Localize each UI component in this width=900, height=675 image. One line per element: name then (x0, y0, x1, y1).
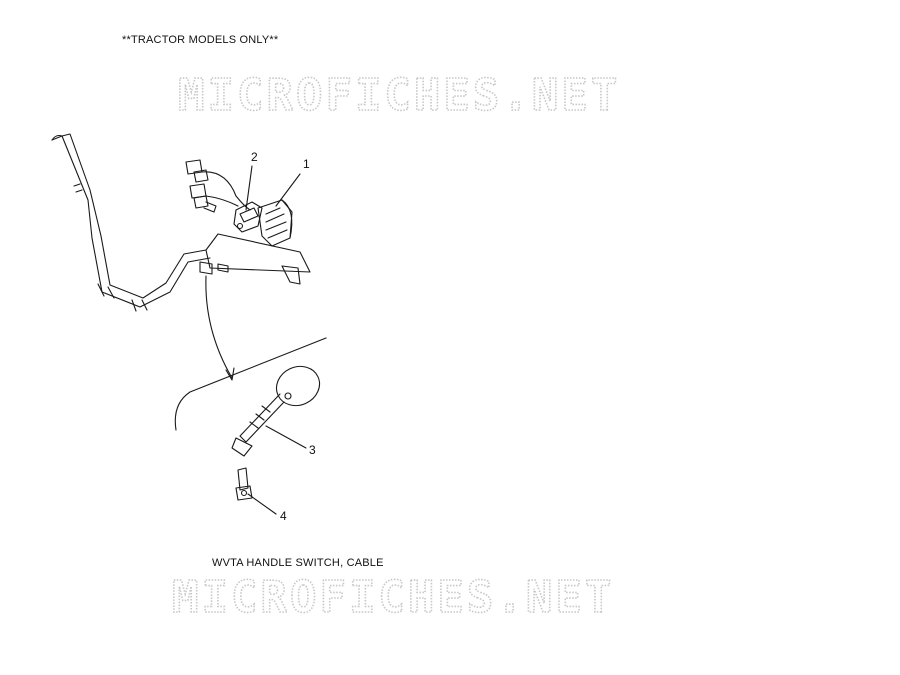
diagram-caption: WVTA HANDLE SWITCH, CABLE (212, 557, 384, 569)
callout-1: 1 (303, 157, 310, 171)
switch-housing-clamp (233, 201, 263, 233)
bar-plate (199, 233, 311, 285)
leader-lines (245, 165, 307, 515)
cable-end-clip (235, 467, 253, 501)
callout-3: 3 (309, 443, 316, 457)
watermark-bottom: MICROFICHES.NET (172, 572, 614, 623)
handlebar (51, 133, 211, 312)
wiring-harness (185, 159, 251, 213)
throttle-lever (231, 365, 321, 457)
callout-2: 2 (251, 150, 258, 164)
handle-switch (257, 199, 293, 247)
header-note: **TRACTOR MODELS ONLY** (122, 34, 279, 46)
detail-boundary (174, 337, 327, 431)
detail-arrow (205, 275, 235, 381)
callout-4: 4 (280, 509, 287, 523)
watermark-top: MICROFICHES.NET (178, 70, 620, 121)
